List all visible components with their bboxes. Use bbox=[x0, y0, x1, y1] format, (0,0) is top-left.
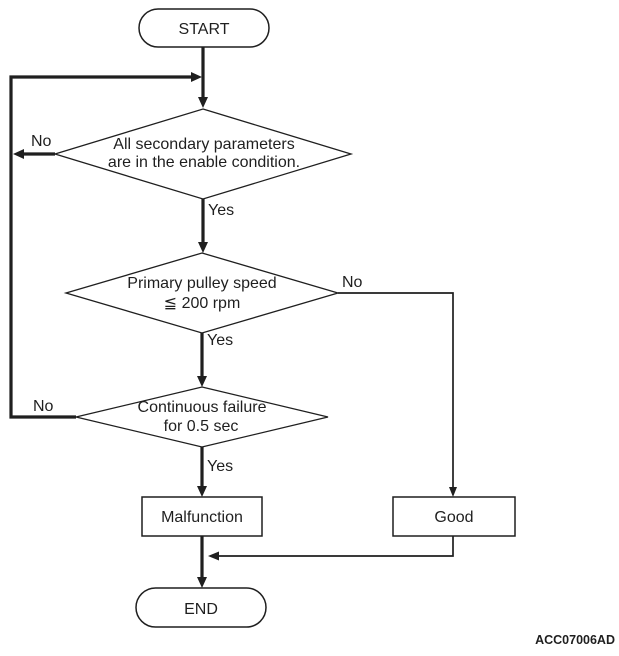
malfunction-box-shape bbox=[141, 496, 263, 537]
pulley-speed-diamond-shape bbox=[63, 252, 341, 334]
arrowhead-malfunction-to-end-icon bbox=[197, 577, 207, 588]
secondary-parameters-diamond-shape bbox=[52, 108, 354, 200]
arrowhead-feedback-into-main-icon bbox=[191, 72, 202, 82]
node-malfunction: Malfunction bbox=[141, 496, 263, 537]
arrowhead-start-to-secondary-icon bbox=[198, 97, 208, 108]
node-pulley-speed: Primary pulley speed ≦ 200 rpm bbox=[63, 252, 341, 334]
pulley-no-label: No bbox=[342, 274, 363, 291]
pulley-speed-label-line2: ≦ 200 rpm bbox=[164, 295, 241, 312]
node-secondary-parameters: All secondary parameters are in the enab… bbox=[52, 108, 354, 200]
continuous-failure-diamond-shape bbox=[75, 386, 329, 448]
continuous-failure-label-line2: for 0.5 sec bbox=[164, 418, 239, 435]
arrowhead-pulley-yes-icon bbox=[197, 376, 207, 387]
start-label: START bbox=[179, 21, 230, 38]
arrowhead-failure-yes-icon bbox=[197, 486, 207, 497]
edges bbox=[9, 47, 457, 588]
edge-good-join bbox=[219, 536, 454, 557]
pulley-yes-label: Yes bbox=[207, 332, 233, 349]
node-end: END bbox=[135, 587, 267, 628]
end-label: END bbox=[184, 601, 218, 618]
arrowhead-secondary-no-icon bbox=[13, 149, 24, 159]
end-terminator-shape bbox=[135, 587, 267, 628]
edge-pulley-no bbox=[338, 292, 454, 487]
good-label: Good bbox=[434, 509, 473, 526]
arrowhead-good-join-icon bbox=[208, 551, 219, 561]
continuous-failure-label-line1: Continuous failure bbox=[138, 399, 267, 416]
secondary-parameters-label-line1: All secondary parameters bbox=[113, 136, 294, 153]
node-continuous-failure: Continuous failure for 0.5 sec bbox=[75, 386, 329, 448]
malfunction-label: Malfunction bbox=[161, 509, 243, 526]
secondary-no-label: No bbox=[31, 133, 52, 150]
figure-code: ACC07006AD bbox=[535, 633, 615, 647]
arrowhead-secondary-yes-icon bbox=[198, 242, 208, 253]
pulley-speed-label-line1: Primary pulley speed bbox=[127, 275, 276, 292]
edge-labels: No Yes No Yes No Yes bbox=[31, 133, 363, 475]
failure-no-label: No bbox=[33, 398, 54, 415]
start-terminator-shape bbox=[138, 8, 270, 48]
node-start: START bbox=[138, 8, 270, 48]
secondary-parameters-label-line2: are in the enable condition. bbox=[108, 154, 300, 171]
good-box-shape bbox=[392, 496, 516, 537]
secondary-yes-label: Yes bbox=[208, 202, 234, 219]
failure-yes-label: Yes bbox=[207, 458, 233, 475]
arrowhead-pulley-no-icon bbox=[449, 487, 457, 497]
node-good: Good bbox=[392, 496, 516, 537]
edge-feedback-loop bbox=[9, 75, 192, 419]
